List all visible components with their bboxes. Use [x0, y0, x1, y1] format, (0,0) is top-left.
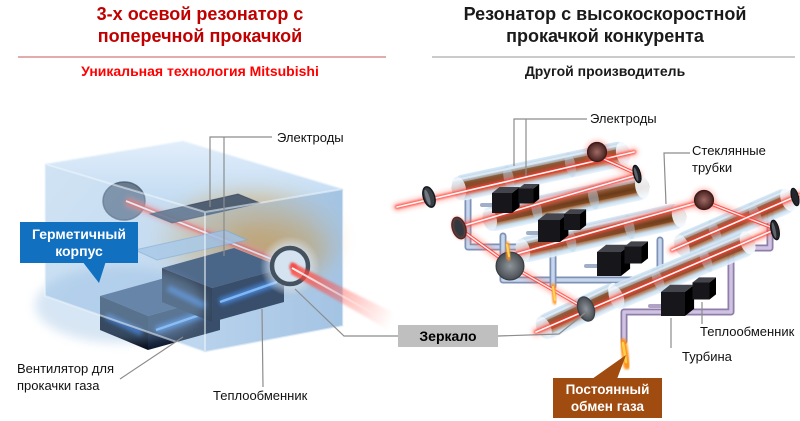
turbine-cube	[597, 244, 631, 276]
label-electrodes-right: Электроды	[590, 111, 657, 126]
label-heat-exchanger-left: Теплообменник	[213, 388, 308, 403]
left-title: 3-х осевой резонатор с поперечной прокач…	[96, 4, 304, 46]
gas-callout-tail	[592, 355, 626, 379]
label-heat-exchanger-right: Теплообменник	[700, 324, 795, 339]
left-subtitle: Уникальная технология Mitsubishi	[81, 63, 319, 79]
callout-sealed-housing: Герметичный корпус	[20, 222, 138, 263]
turbine-cube	[564, 209, 587, 230]
mirror-disk	[632, 164, 642, 184]
gas-flames	[504, 241, 631, 370]
leader-electrodes-left	[209, 136, 272, 207]
mirrors	[422, 140, 800, 322]
label-glass-tubes: Стеклянные трубки	[692, 143, 766, 175]
turbine-cube	[661, 284, 695, 316]
turbine-cube	[518, 184, 540, 204]
left-divider	[18, 56, 386, 58]
turbine-cubes	[480, 184, 716, 316]
right-divider	[432, 56, 795, 58]
callout-gas-exchange: Постоянный обмен газа	[553, 378, 662, 418]
mirror-disk	[770, 219, 780, 241]
mirror-disk	[422, 186, 436, 208]
exit-beam	[291, 262, 392, 332]
right-resonator-illustration	[392, 140, 800, 379]
label-electrodes-left: Электроды	[277, 130, 344, 145]
mirror-disk	[450, 216, 468, 240]
turbine-cube	[492, 187, 520, 213]
leader-glass-tubes	[663, 152, 690, 205]
label-turbine: Турбина	[682, 349, 732, 364]
right-subtitle: Другой производитель	[524, 63, 686, 79]
leader-electrodes-right	[513, 118, 587, 166]
leader-mirror-right	[497, 312, 586, 337]
leader-mirror-left	[294, 288, 398, 337]
label-fan: Вентилятор для прокачки газа	[17, 361, 115, 393]
housing-callout-tail	[82, 261, 106, 283]
right-title: Резонатор с высокоскоростной прокачкой к…	[463, 4, 747, 46]
leader-fan	[119, 336, 184, 380]
laser-beams-right	[392, 147, 800, 337]
mirror-disk	[790, 187, 800, 207]
turbine-cube	[624, 241, 648, 264]
turbine-cube	[692, 277, 716, 300]
left-resonator-illustration	[35, 139, 392, 354]
leader-lines	[119, 118, 703, 388]
electrode-plates	[133, 193, 262, 261]
leader-heat-exchanger-left	[261, 308, 264, 388]
turbine-cube	[538, 213, 569, 242]
label-mirror: Зеркало	[398, 325, 498, 347]
